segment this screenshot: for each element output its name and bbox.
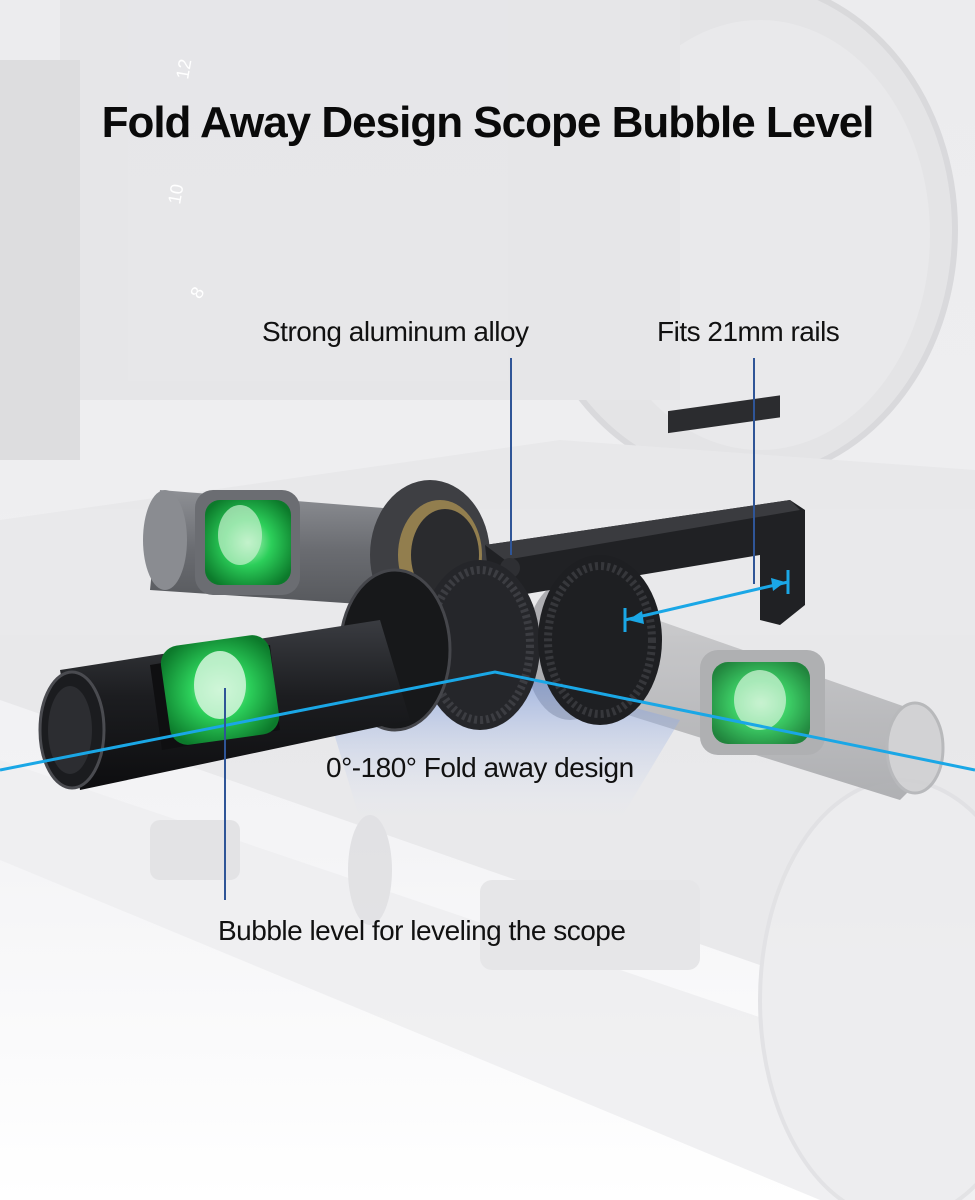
fold-angle-lines <box>0 670 975 772</box>
page-title: Fold Away Design Scope Bubble Level <box>101 98 875 147</box>
svg-text:10: 10 <box>164 182 187 205</box>
front-level <box>38 620 410 790</box>
callout-bubble: Bubble level for leveling the scope <box>218 915 626 946</box>
hinge-knobs <box>338 555 662 732</box>
callout-material: Strong aluminum alloy <box>262 316 529 347</box>
callout-fold: 0°-180° Fold away design <box>326 752 634 783</box>
rail-mount-arm <box>485 395 805 625</box>
svg-text:12: 12 <box>172 57 195 80</box>
callout-rail-fit: Fits 21mm rails <box>657 316 840 347</box>
leader-lines <box>224 358 755 900</box>
rail-width-arrow <box>623 570 790 632</box>
